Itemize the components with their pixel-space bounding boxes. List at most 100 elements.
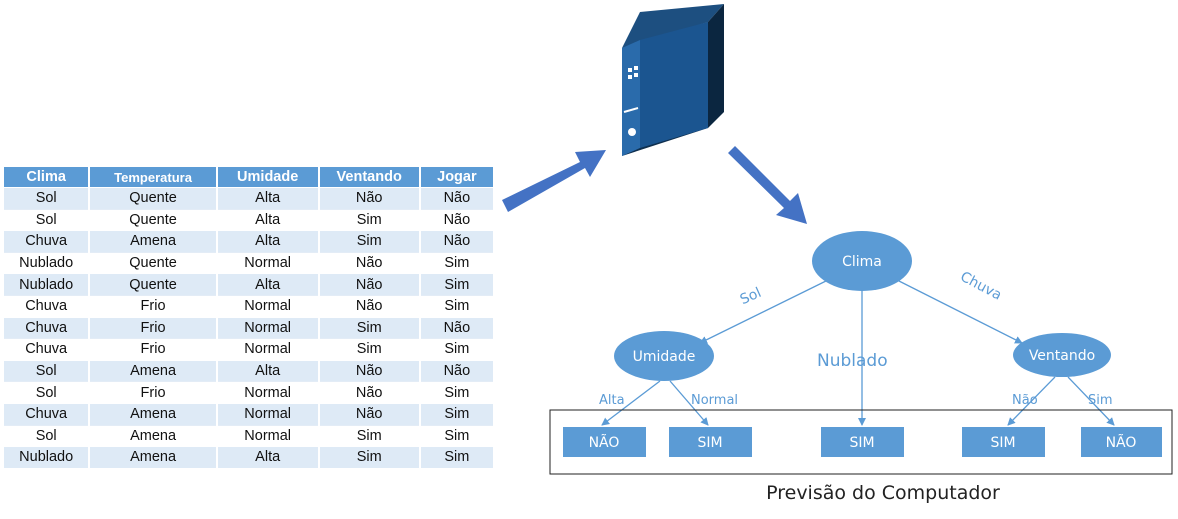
table-cell: Amena	[89, 446, 218, 468]
table-cell: Alta	[216, 230, 320, 253]
leaf-nao-1: NÃO	[563, 427, 646, 457]
prediction-frame	[549, 409, 1173, 475]
table-cell: Não	[318, 381, 421, 404]
table-cell: Sim	[419, 273, 496, 296]
table-cell: Chuva	[4, 316, 91, 339]
table-cell: Sim	[419, 381, 496, 404]
table-cell: Não	[419, 230, 496, 253]
table-cell: Não	[419, 208, 496, 231]
table-cell: Não	[318, 359, 421, 382]
table-cell: Chuva	[4, 338, 91, 361]
table-cell: Sim	[318, 446, 421, 468]
training-data-table: Clima Temperatura Umidade Ventando Jogar…	[4, 167, 496, 468]
table-cell: Frio	[89, 316, 218, 339]
leaf-label: NÃO	[1106, 434, 1137, 451]
header-umidade: Umidade	[216, 167, 320, 188]
arrow-right-up-icon	[502, 150, 606, 212]
table-header-row: Clima Temperatura Umidade Ventando Jogar	[4, 167, 496, 188]
table-cell: Chuva	[4, 402, 91, 426]
edge-label-nublado: Nublado	[817, 351, 888, 371]
table-cell: Amena	[89, 359, 218, 382]
table-cell: Alta	[216, 446, 320, 468]
table-cell: Sim	[419, 402, 496, 426]
node-umidade: Umidade	[614, 331, 714, 381]
table-cell: Sim	[419, 251, 496, 274]
table-cell: Sim	[419, 446, 496, 468]
table-cell: Quente	[89, 187, 218, 210]
leaf-sim-3: SIM	[962, 427, 1045, 457]
table-cell: Alta	[216, 359, 320, 382]
leaf-sim-2: SIM	[821, 427, 904, 457]
leaf-sim-1: SIM	[669, 427, 752, 457]
table-cell: Frio	[89, 338, 218, 361]
table-cell: Não	[318, 294, 421, 318]
header-clima: Clima	[4, 167, 91, 188]
table-cell: Quente	[89, 208, 218, 231]
edge-label-normal: Normal	[691, 393, 738, 408]
table-cell: Nublado	[4, 446, 91, 468]
table-cell: Sim	[419, 294, 496, 318]
table-cell: Sim	[318, 424, 421, 447]
arrow-down-right-icon	[728, 146, 807, 224]
table-cell: Não	[419, 359, 496, 382]
table-cell: Sim	[318, 316, 421, 339]
table-cell: Nublado	[4, 251, 91, 274]
table-cell: Chuva	[4, 294, 91, 318]
table-cell: Não	[318, 402, 421, 426]
leaf-label: SIM	[990, 435, 1015, 451]
table-cell: Sim	[318, 338, 421, 361]
table-cell: Sol	[4, 359, 91, 382]
table-cell: Nublado	[4, 273, 91, 296]
table-cell: Sol	[4, 187, 91, 210]
leaf-label: SIM	[697, 435, 722, 451]
edge-label-chuva: Chuva	[958, 269, 1005, 304]
table-cell: Não	[419, 316, 496, 339]
edge-label-alta: Alta	[599, 393, 625, 408]
table-cell: Normal	[216, 251, 320, 274]
table-cell: Alta	[216, 187, 320, 210]
table-cell: Não	[318, 187, 421, 210]
table-cell: Sim	[419, 338, 496, 361]
table-cell: Frio	[89, 294, 218, 318]
table-cell: Sol	[4, 381, 91, 404]
table-cell: Normal	[216, 381, 320, 404]
edge-label-sim: Sim	[1088, 393, 1113, 408]
table-cell: Normal	[216, 402, 320, 426]
leaf-label: SIM	[849, 435, 874, 451]
table-cell: Amena	[89, 230, 218, 253]
table-cell: Amena	[89, 402, 218, 426]
leaf-nao-2: NÃO	[1081, 427, 1162, 457]
table-cell: Normal	[216, 316, 320, 339]
table-cell: Quente	[89, 273, 218, 296]
node-clima-label: Clima	[842, 254, 882, 270]
table-cell: Quente	[89, 251, 218, 274]
table-cell: Normal	[216, 294, 320, 318]
table-cell: Normal	[216, 338, 320, 361]
table-cell: Não	[318, 251, 421, 274]
header-jogar: Jogar	[419, 167, 496, 188]
node-clima: Clima	[812, 231, 912, 291]
header-temperatura: Temperatura	[89, 167, 218, 188]
table-cell: Sim	[318, 230, 421, 253]
node-umidade-label: Umidade	[633, 349, 696, 365]
table-cell: Sol	[4, 424, 91, 447]
node-ventando-label: Ventando	[1029, 348, 1095, 364]
server-icon	[622, 4, 724, 156]
table-cell: Não	[419, 187, 496, 210]
leaf-label: NÃO	[589, 434, 620, 451]
tree-edges	[601, 279, 1115, 426]
edge-label-sol: Sol	[738, 285, 764, 308]
header-ventando: Ventando	[318, 167, 421, 188]
